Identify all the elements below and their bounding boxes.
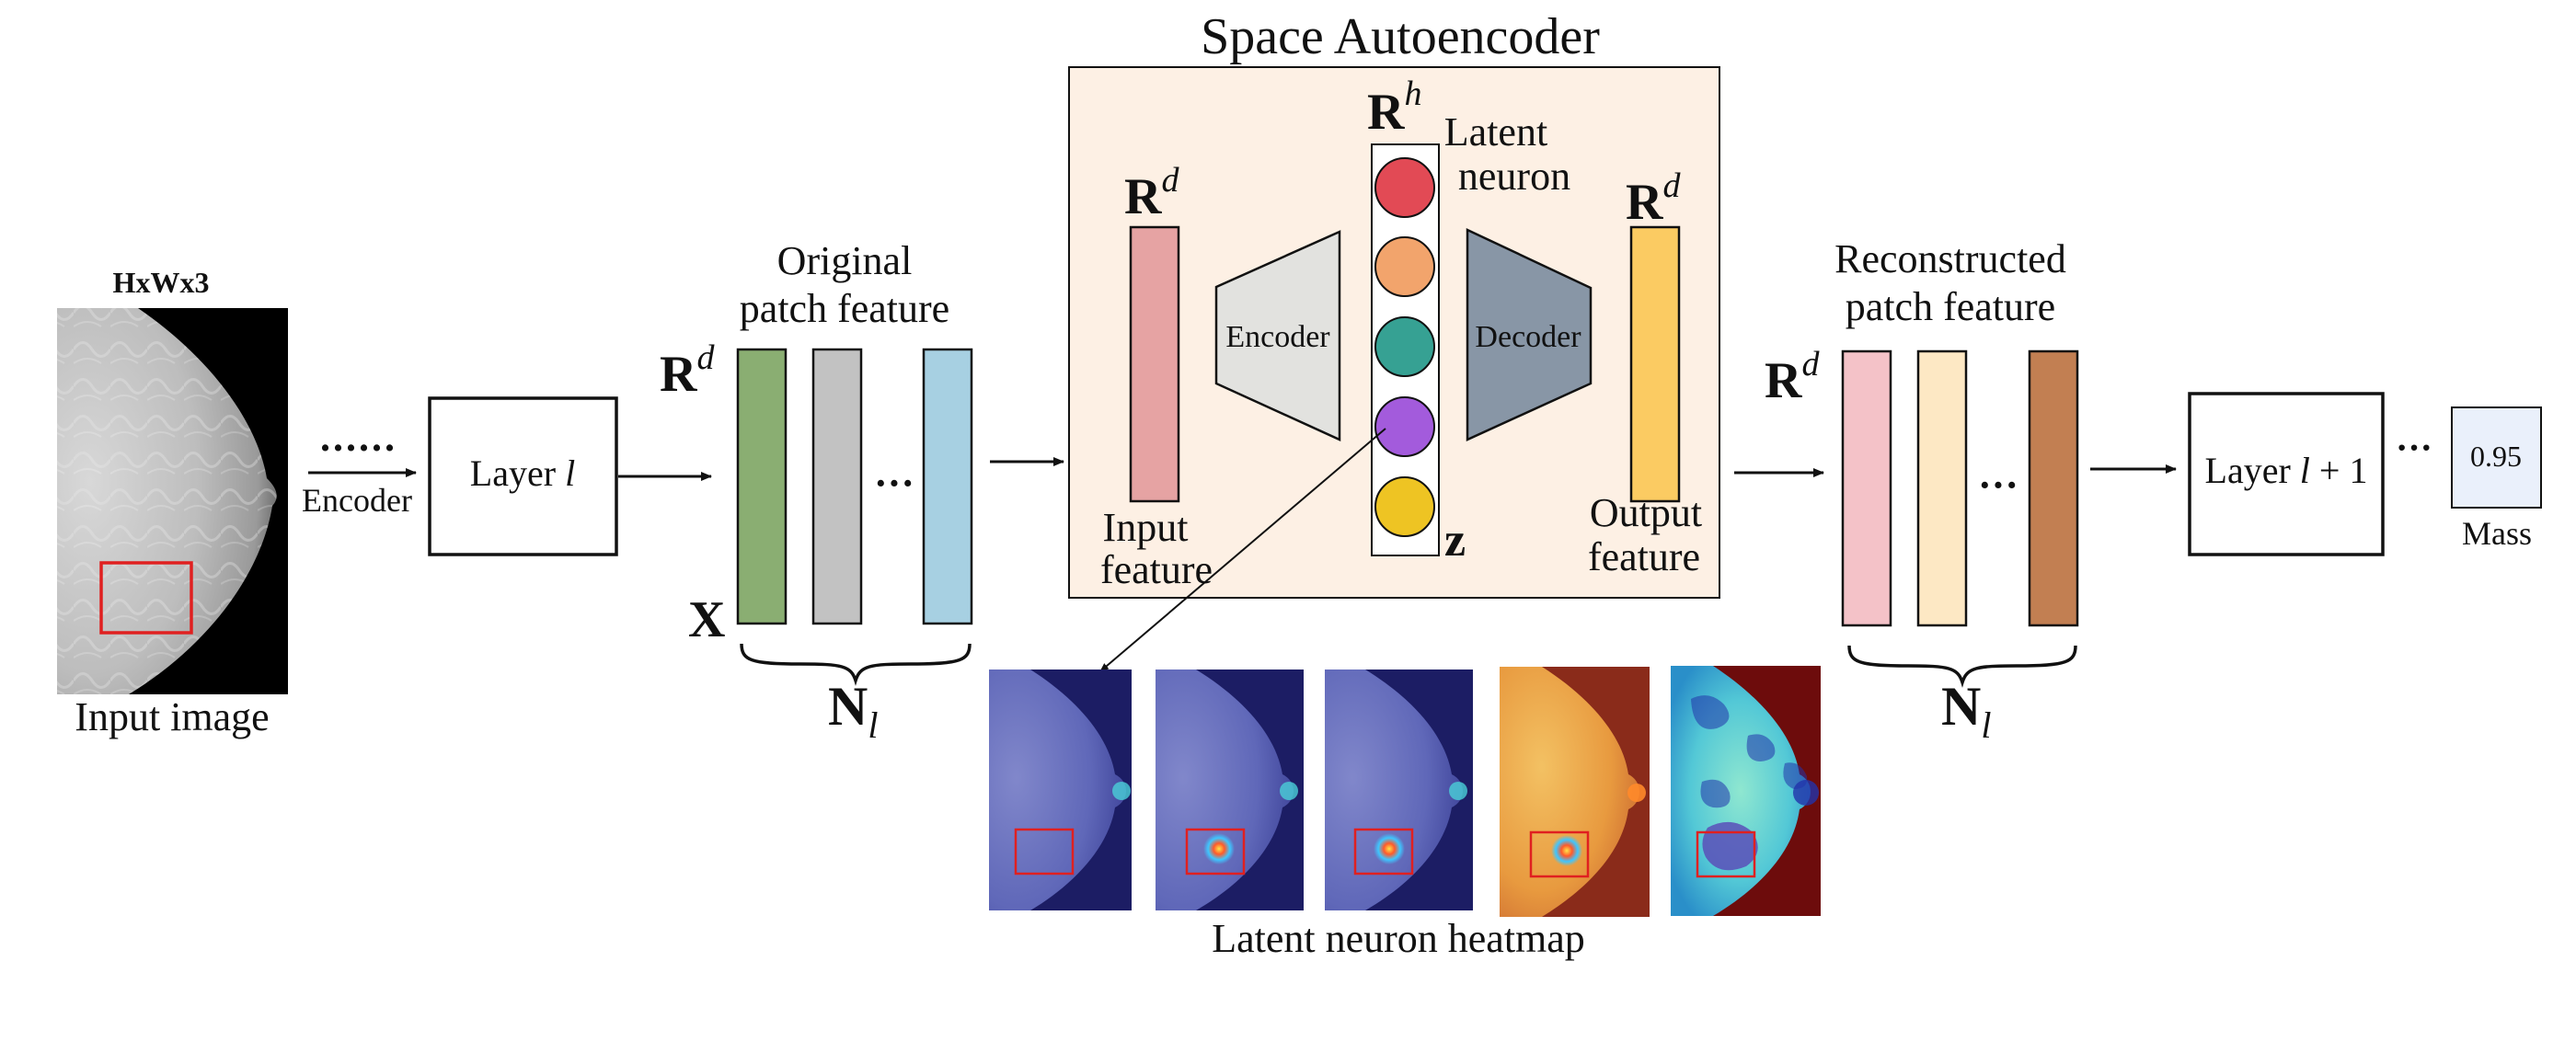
- reconstructed-feature-ellipsis: ···: [1978, 463, 2018, 508]
- output-feature-space-symbol: Rd: [1626, 166, 1681, 231]
- decoder-block-label: Decoder: [1475, 320, 1581, 354]
- original-space-symbol: Rd: [660, 338, 715, 403]
- reconstructed-space-symbol: Rd: [1765, 345, 1820, 409]
- output-feature-label-line2: feature: [1588, 534, 1700, 579]
- layer-l1-ellipsis: ···: [2396, 427, 2432, 468]
- latent-to-heatmap-arrow: [1099, 428, 1386, 672]
- reconstructed-brace: [1847, 645, 2077, 688]
- layer-l1-label: Layer l + 1: [2205, 450, 2368, 491]
- latent-neuron-4: [1374, 396, 1435, 457]
- input-mammogram-image: [57, 308, 288, 694]
- encoder-dots: ......: [320, 415, 397, 460]
- input-size-label: HxWx3: [113, 266, 210, 299]
- original-feature-label-line1: Original: [777, 238, 913, 283]
- latent-neuron-5: [1374, 476, 1435, 537]
- layer-l-box: [428, 396, 618, 556]
- reconstructed-feature-label-line2: patch feature: [1846, 284, 2055, 329]
- input-feature-bar: [1129, 225, 1180, 503]
- autoencoder-title: Space Autoencoder: [1201, 8, 1600, 65]
- original-feature-bar-1: [736, 348, 788, 625]
- latent-neuron-label-line1: Latent: [1444, 109, 1547, 155]
- output-feature-bar: [1629, 225, 1681, 503]
- heatmap-1: [989, 670, 1132, 910]
- latent-neuron-1: [1374, 157, 1435, 218]
- heatmap-5: [1671, 666, 1821, 916]
- encoder-label: Encoder: [302, 482, 412, 519]
- input-roi-box: [99, 561, 193, 635]
- z-symbol: z: [1444, 514, 1466, 567]
- reconstructed-feature-bar-2: [1916, 349, 1968, 627]
- original-brace: [740, 643, 972, 686]
- original-n-symbol: Nl: [828, 676, 878, 746]
- heatmap-3: [1325, 670, 1473, 910]
- prediction-score-box: [2451, 406, 2542, 509]
- encoder-block-label: Encoder: [1225, 320, 1330, 354]
- latent-space-symbol: Rh: [1367, 74, 1421, 141]
- heatmap-2: [1156, 670, 1304, 910]
- latent-neuron-3: [1374, 316, 1435, 377]
- latent-neuron-label-line2: neuron: [1458, 154, 1570, 199]
- reconstructed-feature-bar-3: [2028, 349, 2079, 627]
- decoder-block: [1466, 228, 1593, 441]
- input-feature-space-symbol: Rd: [1124, 161, 1179, 225]
- x-symbol: X: [688, 591, 725, 648]
- input-feature-label-line1: Input: [1103, 505, 1189, 550]
- original-feature-bar-3: [922, 348, 973, 625]
- input-image-caption: Input image: [75, 694, 269, 739]
- layer-l1-box: [2188, 392, 2385, 556]
- encoder-block: [1214, 230, 1341, 441]
- reconstructed-feature-bar-1: [1841, 349, 1892, 627]
- heatmap-caption: Latent neuron heatmap: [1212, 916, 1585, 961]
- original-feature-bar-2: [811, 348, 863, 625]
- layer-l-label: Layer l: [470, 452, 575, 494]
- heatmap-4: [1500, 667, 1650, 917]
- original-feature-label-line2: patch feature: [740, 286, 949, 331]
- output-feature-label-line1: Output: [1590, 490, 1702, 535]
- input-feature-label-line2: feature: [1100, 547, 1213, 592]
- prediction-score: 0.95: [2470, 440, 2522, 473]
- reconstructed-n-symbol: Nl: [1941, 676, 1991, 746]
- original-feature-ellipsis: ···: [874, 461, 914, 506]
- prediction-class-label: Mass: [2462, 515, 2532, 552]
- latent-neuron-2: [1374, 236, 1435, 297]
- reconstructed-feature-label-line1: Reconstructed: [1834, 236, 2066, 281]
